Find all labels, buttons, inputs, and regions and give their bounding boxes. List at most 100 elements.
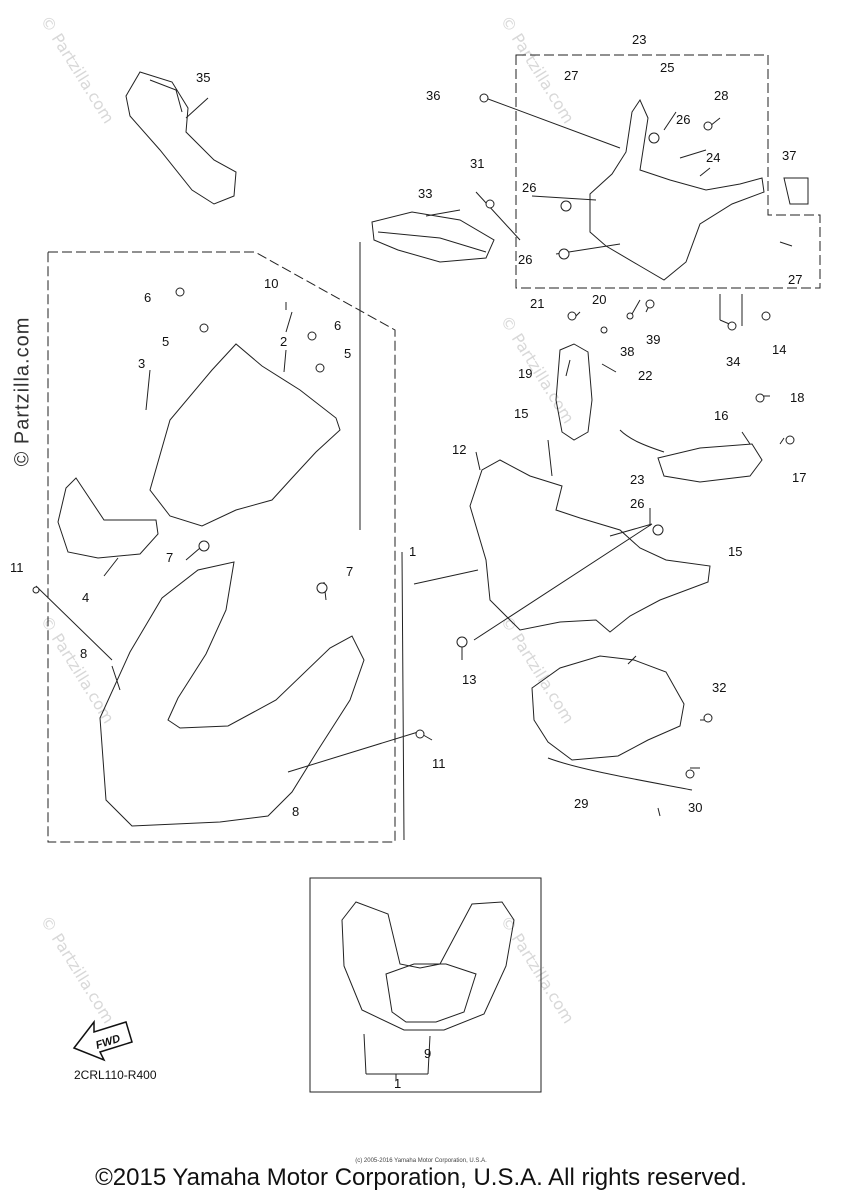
screw-6b: [307, 331, 317, 341]
collar-28: [703, 121, 713, 131]
callout-12: 12: [452, 442, 466, 457]
callout-30: 30: [688, 800, 702, 815]
inset-box: [309, 877, 542, 1093]
callout-14: 14: [772, 342, 786, 357]
callout-21: 21: [530, 296, 544, 311]
callout-39: 39: [646, 332, 660, 347]
callout-5: 5: [162, 334, 169, 349]
cowling-stay-drawing: [469, 459, 711, 633]
forward-arrow-icon: [72, 1019, 133, 1062]
callout-layer: 1 1 1 2 3 4 5 5 6 6 7 7 8 8 9 10 11 11 1…: [10, 32, 806, 1091]
callout-4: 4: [82, 590, 89, 605]
callout-15: 15: [728, 544, 742, 559]
watermark: © Partzilla.com: [37, 12, 119, 127]
watermark: © Partzilla.com: [37, 612, 119, 727]
screw-6: [175, 287, 185, 297]
watermark-layer: © Partzilla.com © Partzilla.com © Partzi…: [37, 12, 579, 1027]
washer-39: [645, 299, 655, 309]
callout-29: 29: [574, 796, 588, 811]
nut-18: [755, 393, 765, 403]
callout-1: 1: [394, 1076, 401, 1091]
group-box-cowling: [47, 251, 396, 843]
callout-3: 3: [138, 356, 145, 371]
bolt-38: [626, 312, 634, 320]
callout-31: 31: [470, 156, 484, 171]
callout-22: 22: [638, 368, 652, 383]
callout-32: 32: [712, 680, 726, 695]
bracket-drawing: [783, 177, 809, 205]
callout-38: 38: [620, 344, 634, 359]
damper-26d: [648, 132, 660, 144]
nut-5b: [315, 363, 325, 373]
callout-13: 13: [462, 672, 476, 687]
callout-34: 34: [726, 354, 740, 369]
bolt-32: [703, 713, 713, 723]
callout-7: 7: [346, 564, 353, 579]
headlight-drawing: [531, 655, 693, 791]
callout-24: 24: [706, 150, 720, 165]
callout-27: 27: [788, 272, 802, 287]
group-box-stay: [515, 54, 821, 289]
watermark: © Partzilla.com: [37, 912, 119, 1027]
callout-26: 26: [630, 496, 644, 511]
bolt-14: [761, 311, 771, 321]
copyright-footer: ©2015 Yamaha Motor Corporation, U.S.A. A…: [95, 1164, 747, 1191]
callout-6: 6: [144, 290, 151, 305]
callout-8: 8: [292, 804, 299, 819]
callout-17: 17: [792, 470, 806, 485]
callout-28: 28: [714, 88, 728, 103]
grommet-7: [198, 540, 210, 552]
callout-5: 5: [344, 346, 351, 361]
mirror-assy-drawing: [371, 211, 495, 263]
callout-26: 26: [522, 180, 536, 195]
callout-36: 36: [426, 88, 440, 103]
callout-37: 37: [782, 148, 796, 163]
rear-view-mirror-drawing: [125, 71, 237, 205]
fasteners: [32, 93, 795, 779]
callout-27: 27: [564, 68, 578, 83]
small-copyright: (c) 2005-2016 Yamaha Motor Corporation, …: [355, 1158, 487, 1164]
nut-13: [456, 636, 468, 648]
callout-23: 23: [632, 32, 646, 47]
callout-9: 9: [424, 1046, 431, 1061]
callout-20: 20: [592, 292, 606, 307]
callout-33: 33: [418, 186, 432, 201]
front-flasher-right-drawing: [619, 429, 763, 483]
callout-10: 10: [264, 276, 278, 291]
bolt-20: [600, 326, 608, 334]
callout-23: 23: [630, 472, 644, 487]
bolt-11b: [415, 729, 425, 739]
nut-5: [199, 323, 209, 333]
bolt-17: [785, 435, 795, 445]
watermark: © Partzilla.com: [497, 612, 579, 727]
garnish-drawing: [57, 477, 159, 559]
side-watermark: © Partzilla.com: [11, 316, 34, 467]
front-flasher-drawing: [555, 343, 593, 441]
callout-7: 7: [166, 550, 173, 565]
callout-25: 25: [660, 60, 674, 75]
callout-8: 8: [80, 646, 87, 661]
bolt-11: [32, 586, 40, 594]
watermark: © Partzilla.com: [497, 912, 579, 1027]
watermark: © Partzilla.com: [497, 312, 579, 427]
callout-19: 19: [518, 366, 532, 381]
forward-arrow: FWD: [72, 1019, 133, 1062]
callout-35: 35: [196, 70, 210, 85]
callout-11: 11: [10, 560, 24, 575]
bolt-36: [479, 93, 489, 103]
inset-cowling-drawing: [341, 901, 515, 1031]
callout-11: 11: [432, 756, 446, 771]
damper-26: [652, 524, 664, 536]
diagram-code: 2CRL110-R400: [74, 1068, 157, 1082]
callout-16: 16: [714, 408, 728, 423]
front-cowling-drawing: [99, 561, 365, 827]
windshield-drawing: [149, 343, 341, 527]
callout-15: 15: [514, 406, 528, 421]
nut-21: [567, 311, 577, 321]
stay-assembly-drawing: [589, 98, 765, 281]
leader-lines: [35, 95, 793, 1080]
bolt-34: [727, 321, 737, 331]
grommet-7b: [316, 582, 328, 594]
callout-2: 2: [280, 334, 287, 349]
damper-26c: [558, 248, 570, 260]
